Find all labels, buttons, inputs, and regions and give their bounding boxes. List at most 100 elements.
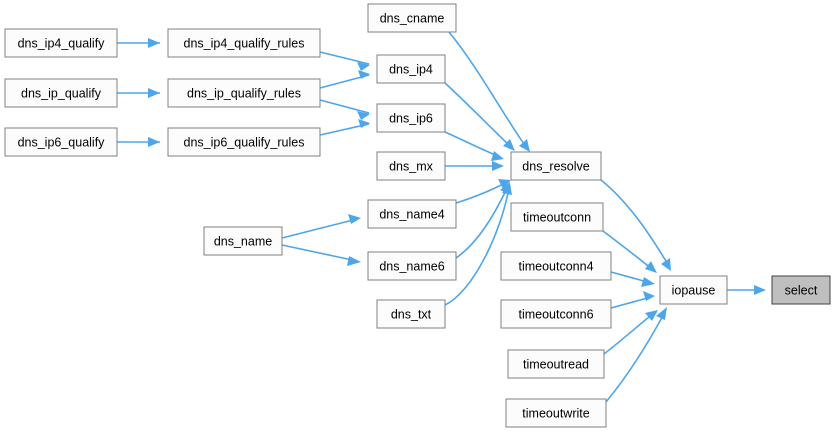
node-box[interactable] xyxy=(659,275,728,305)
edge-timeoutconn4-to-iopause xyxy=(610,271,655,287)
node-dns_ip4[interactable]: dns_ip4 xyxy=(376,54,446,84)
edge-timeoutread-to-iopause xyxy=(603,310,658,355)
node-dns_txt[interactable]: dns_txt xyxy=(376,299,446,329)
arrowhead-icon xyxy=(357,111,370,120)
node-dns_cname[interactable]: dns_cname xyxy=(367,3,457,33)
node-label: dns_ip4_qualify_rules xyxy=(184,36,305,50)
edge-dns_txt-to-dns_resolve xyxy=(444,183,512,306)
node-dns_ip4_qualify[interactable]: dns_ip4_qualify xyxy=(4,28,118,58)
node-box[interactable] xyxy=(376,54,446,84)
edge-line xyxy=(455,181,508,204)
edge-line xyxy=(455,185,509,259)
arrowhead-icon xyxy=(656,307,667,320)
arrowhead-icon xyxy=(148,38,160,48)
node-box[interactable] xyxy=(167,127,321,157)
node-box[interactable] xyxy=(771,275,831,305)
node-box[interactable] xyxy=(500,299,612,329)
arrowhead-icon xyxy=(357,62,370,71)
node-dns_resolve[interactable]: dns_resolve xyxy=(510,151,602,181)
node-timeoutconn6[interactable]: timeoutconn6 xyxy=(500,299,612,329)
node-box[interactable] xyxy=(507,349,605,379)
nodes-layer: dns_ip4_qualify dns_ip_qualify dns_ip6_qua… xyxy=(4,3,831,428)
node-box[interactable] xyxy=(4,78,118,108)
node-label: dns_ip6_qualify_rules xyxy=(184,135,305,149)
arrowhead-icon xyxy=(645,310,658,321)
node-dns_ip6[interactable]: dns_ip6 xyxy=(376,103,446,133)
arrowhead-icon xyxy=(492,161,504,171)
arrowhead-icon xyxy=(358,119,370,128)
edge-dns_ip6_qualify-to-dns_ip6_qualify_rules xyxy=(117,137,160,147)
arrowhead-icon xyxy=(641,277,655,287)
node-select[interactable]: select xyxy=(771,275,831,305)
arrowhead-icon xyxy=(502,183,512,195)
node-label: timeoutwrite xyxy=(522,406,589,420)
node-box[interactable] xyxy=(500,251,612,281)
edge-dns_ip6-to-dns_resolve xyxy=(444,131,504,161)
edge-line xyxy=(605,311,666,403)
node-box[interactable] xyxy=(367,251,457,281)
node-box[interactable] xyxy=(367,3,457,33)
node-dns_ip_qualify[interactable]: dns_ip_qualify xyxy=(4,78,118,108)
node-box[interactable] xyxy=(4,127,118,157)
node-dns_name[interactable]: dns_name xyxy=(203,226,283,256)
node-box[interactable] xyxy=(167,28,321,58)
node-label: dns_ip_qualify_rules xyxy=(187,86,301,100)
node-box[interactable] xyxy=(510,151,602,181)
node-label: dns_txt xyxy=(391,307,432,321)
edge-dns_ip_qualify-to-dns_ip_qualify_rules xyxy=(117,88,160,98)
node-label: dns_cname xyxy=(380,11,445,25)
arrowhead-icon xyxy=(661,258,671,271)
edge-dns_ip4_qualify-to-dns_ip4_qualify_rules xyxy=(117,38,160,48)
arrowhead-icon xyxy=(148,88,160,98)
node-label: dns_ip4_qualify xyxy=(18,36,106,50)
edge-timeoutconn-to-iopause xyxy=(602,230,657,273)
node-label: select xyxy=(785,283,818,297)
edge-dns_ip_qualify_rules-to-dns_ip6 xyxy=(319,99,370,120)
node-label: dns_name xyxy=(214,234,272,248)
arrowhead-icon xyxy=(348,214,361,224)
node-timeoutconn4[interactable]: timeoutconn4 xyxy=(500,251,612,281)
node-box[interactable] xyxy=(367,199,457,229)
edge-dns_ip4-to-dns_resolve xyxy=(444,82,515,151)
arrowhead-icon xyxy=(503,139,515,151)
node-dns_ip4_qualify_rules[interactable]: dns_ip4_qualify_rules xyxy=(167,28,321,58)
arrowhead-icon xyxy=(347,256,361,266)
node-box[interactable] xyxy=(167,78,321,108)
node-timeoutconn[interactable]: timeoutconn xyxy=(510,202,604,232)
node-label: dns_name6 xyxy=(379,259,444,273)
edge-line xyxy=(281,218,358,239)
node-box[interactable] xyxy=(376,151,446,181)
edge-line xyxy=(281,244,358,262)
node-dns_name4[interactable]: dns_name4 xyxy=(367,199,457,229)
node-dns_name6[interactable]: dns_name6 xyxy=(367,251,457,281)
node-label: dns_name4 xyxy=(379,207,444,221)
edge-timeoutwrite-to-iopause xyxy=(605,307,667,403)
edge-dns_name-to-dns_name6 xyxy=(281,244,361,266)
edge-line xyxy=(319,51,370,65)
node-box[interactable] xyxy=(203,226,283,256)
node-label: timeoutconn4 xyxy=(518,259,593,273)
node-dns_ip6_qualify_rules[interactable]: dns_ip6_qualify_rules xyxy=(167,127,321,157)
arrowhead-icon xyxy=(498,179,511,189)
node-iopause[interactable]: iopause xyxy=(659,275,728,305)
node-box[interactable] xyxy=(510,202,604,232)
edge-timeoutconn6-to-iopause xyxy=(610,291,655,309)
edge-dns_resolve-to-iopause xyxy=(600,179,671,271)
node-box[interactable] xyxy=(376,299,446,329)
node-box[interactable] xyxy=(4,28,118,58)
node-timeoutread[interactable]: timeoutread xyxy=(507,349,605,379)
node-dns_ip_qualify_rules[interactable]: dns_ip_qualify_rules xyxy=(167,78,321,108)
node-box[interactable] xyxy=(505,398,607,428)
arrowhead-icon xyxy=(645,261,657,273)
node-dns_ip6_qualify[interactable]: dns_ip6_qualify xyxy=(4,127,118,157)
edge-dns_name-to-dns_name4 xyxy=(281,214,361,239)
node-dns_mx[interactable]: dns_mx xyxy=(376,151,446,181)
edge-dns_cname-to-dns_resolve xyxy=(448,31,530,152)
node-box[interactable] xyxy=(376,103,446,133)
edge-dns_mx-to-dns_resolve xyxy=(445,161,504,171)
node-label: dns_mx xyxy=(389,159,434,173)
node-timeoutwrite[interactable]: timeoutwrite xyxy=(505,398,607,428)
node-label: dns_resolve xyxy=(522,159,589,173)
edge-dns_ip4_qualify_rules-to-dns_ip4 xyxy=(319,51,370,71)
